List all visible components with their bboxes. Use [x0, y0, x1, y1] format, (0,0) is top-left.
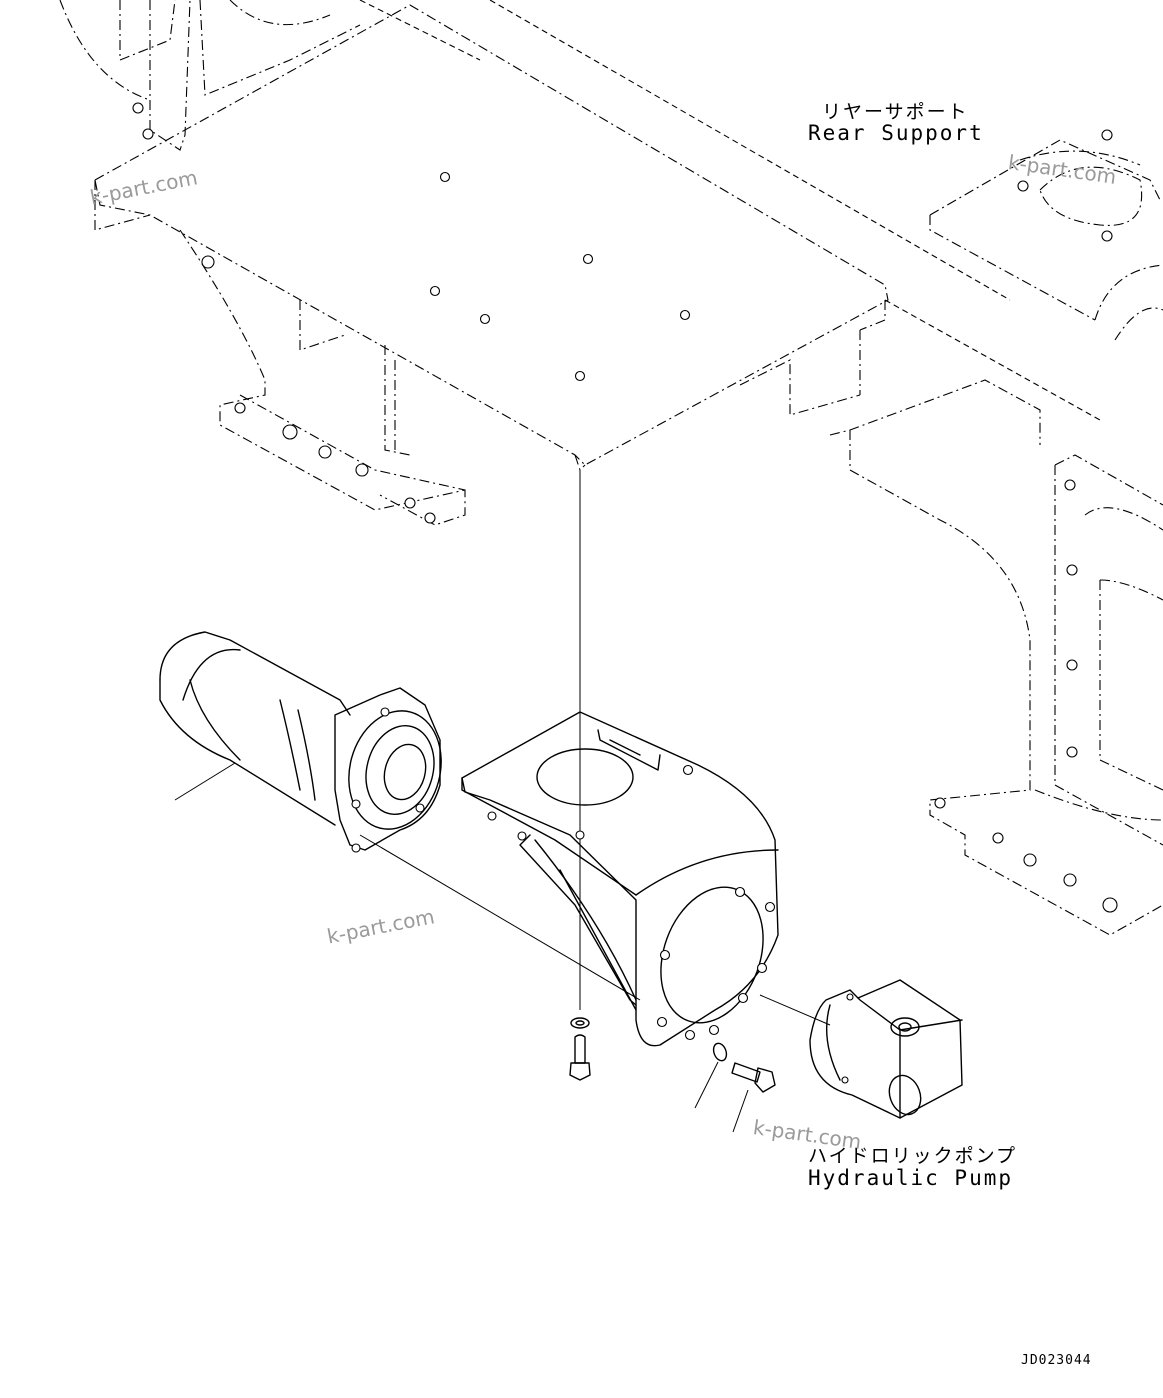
washer-drawing-2	[712, 1042, 728, 1062]
part-leader-bolt	[732, 1089, 749, 1133]
hydraulic-pump-drawing	[809, 979, 963, 1119]
rear-support-frame-drawing	[59, 0, 1163, 936]
washer-drawing	[570, 1017, 590, 1029]
hydraulic-pump-label-en: Hydraulic Pump	[808, 1166, 1014, 1190]
bolt-drawing	[569, 1034, 591, 1081]
drawing-code: JD023044	[1021, 1353, 1092, 1368]
pump-bracket-drawing	[461, 711, 779, 1047]
bolt-drawing-2	[731, 1062, 776, 1093]
cylindrical-motor-drawing	[159, 631, 442, 853]
leader-line-motor	[359, 834, 641, 1001]
rear-support-label-jp: リヤーサポート	[822, 101, 969, 123]
hydraulic-pump-label-jp: ハイドロリックポンプ	[808, 1145, 1018, 1167]
leader-line-pump	[759, 994, 831, 1026]
rear-support-label-en: Rear Support	[808, 121, 984, 145]
part-leader-motor	[174, 762, 236, 801]
part-leader-washer	[694, 1061, 719, 1109]
